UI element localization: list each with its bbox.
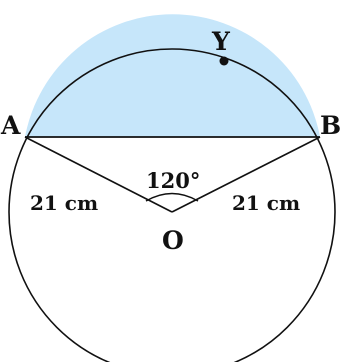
circle-outline [8,48,336,362]
point-y-dot [219,56,229,66]
label-radius-left: 21 cm [30,191,98,215]
label-point-a: A [0,111,21,140]
label-point-o: O [162,226,184,255]
label-point-b: B [320,111,341,140]
label-angle: 120° [146,168,200,193]
angle-arc [145,192,199,202]
label-point-y: Y [211,27,231,56]
label-radius-right: 21 cm [232,191,300,215]
shaded-minor-segment [25,14,320,137]
